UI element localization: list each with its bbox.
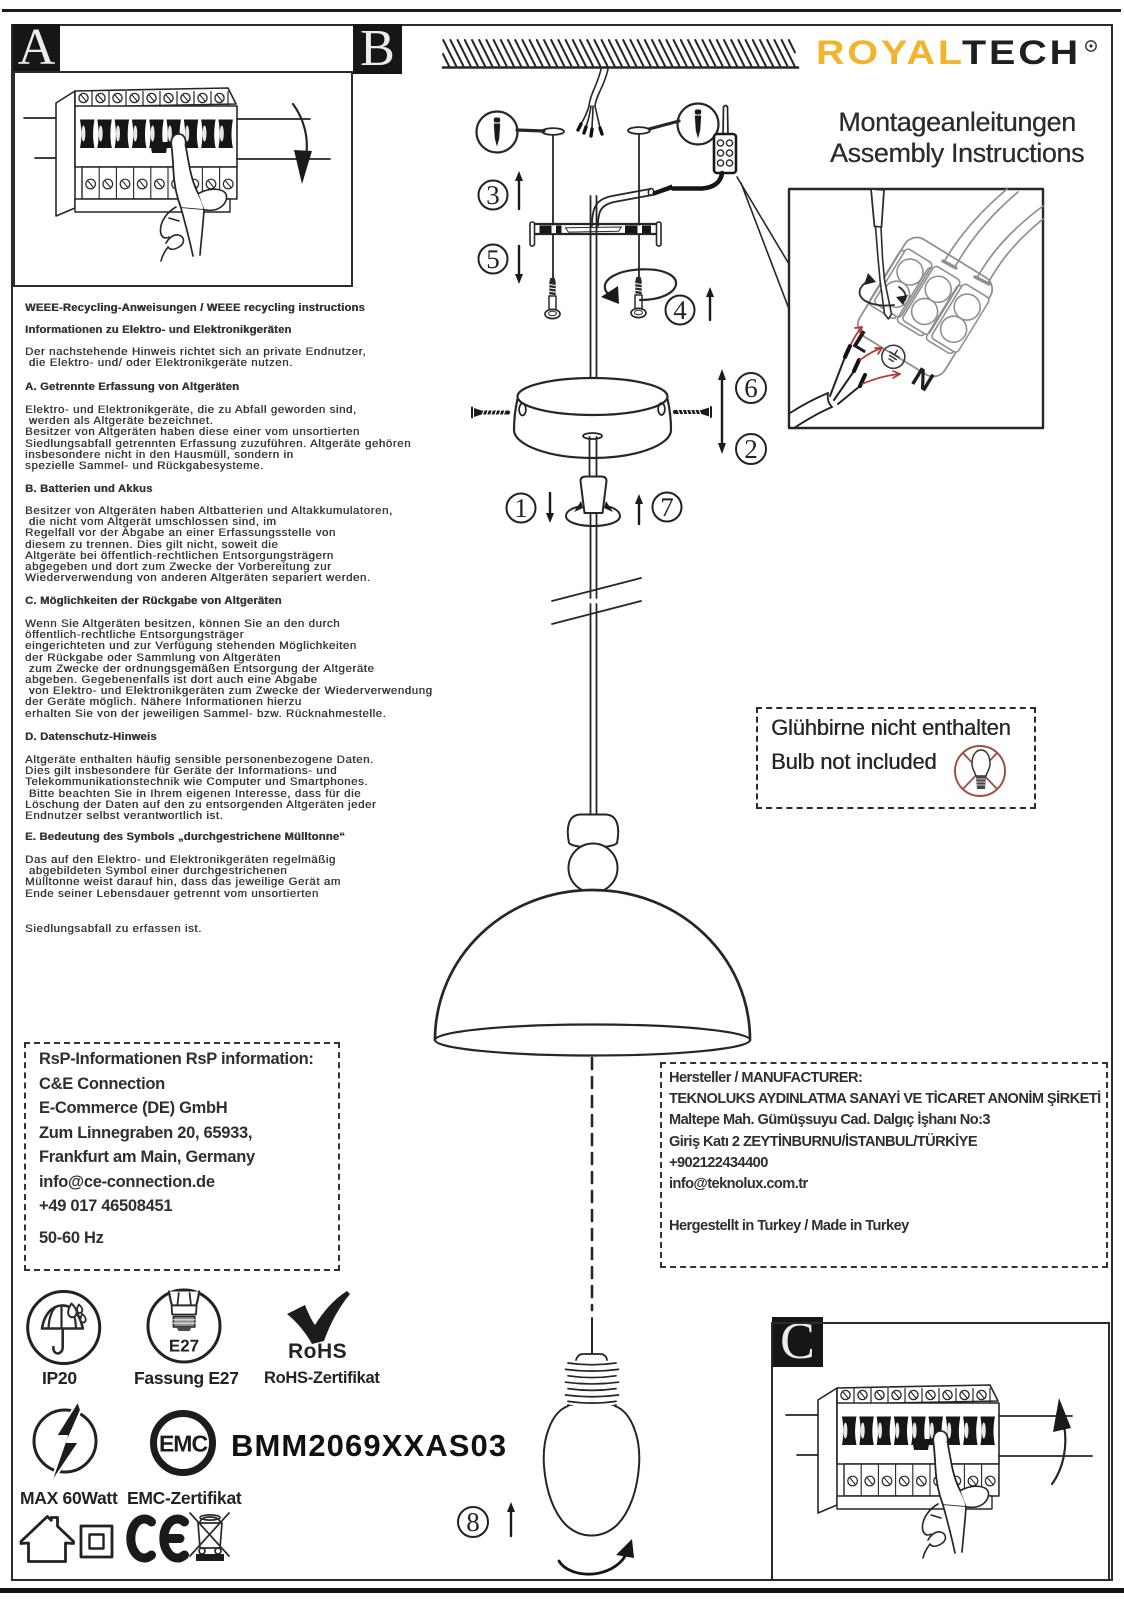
svg-text:4: 4 [673, 295, 687, 325]
svg-text:2: 2 [744, 434, 758, 464]
svg-text:6: 6 [744, 373, 758, 403]
svg-text:1: 1 [514, 493, 528, 523]
svg-text:E27: E27 [169, 1337, 199, 1356]
svg-text:8: 8 [466, 1507, 480, 1537]
svg-text:5: 5 [486, 244, 500, 274]
svg-text:3: 3 [486, 180, 500, 210]
svg-text:EMC: EMC [159, 1431, 208, 1457]
svg-text:7: 7 [660, 492, 674, 522]
